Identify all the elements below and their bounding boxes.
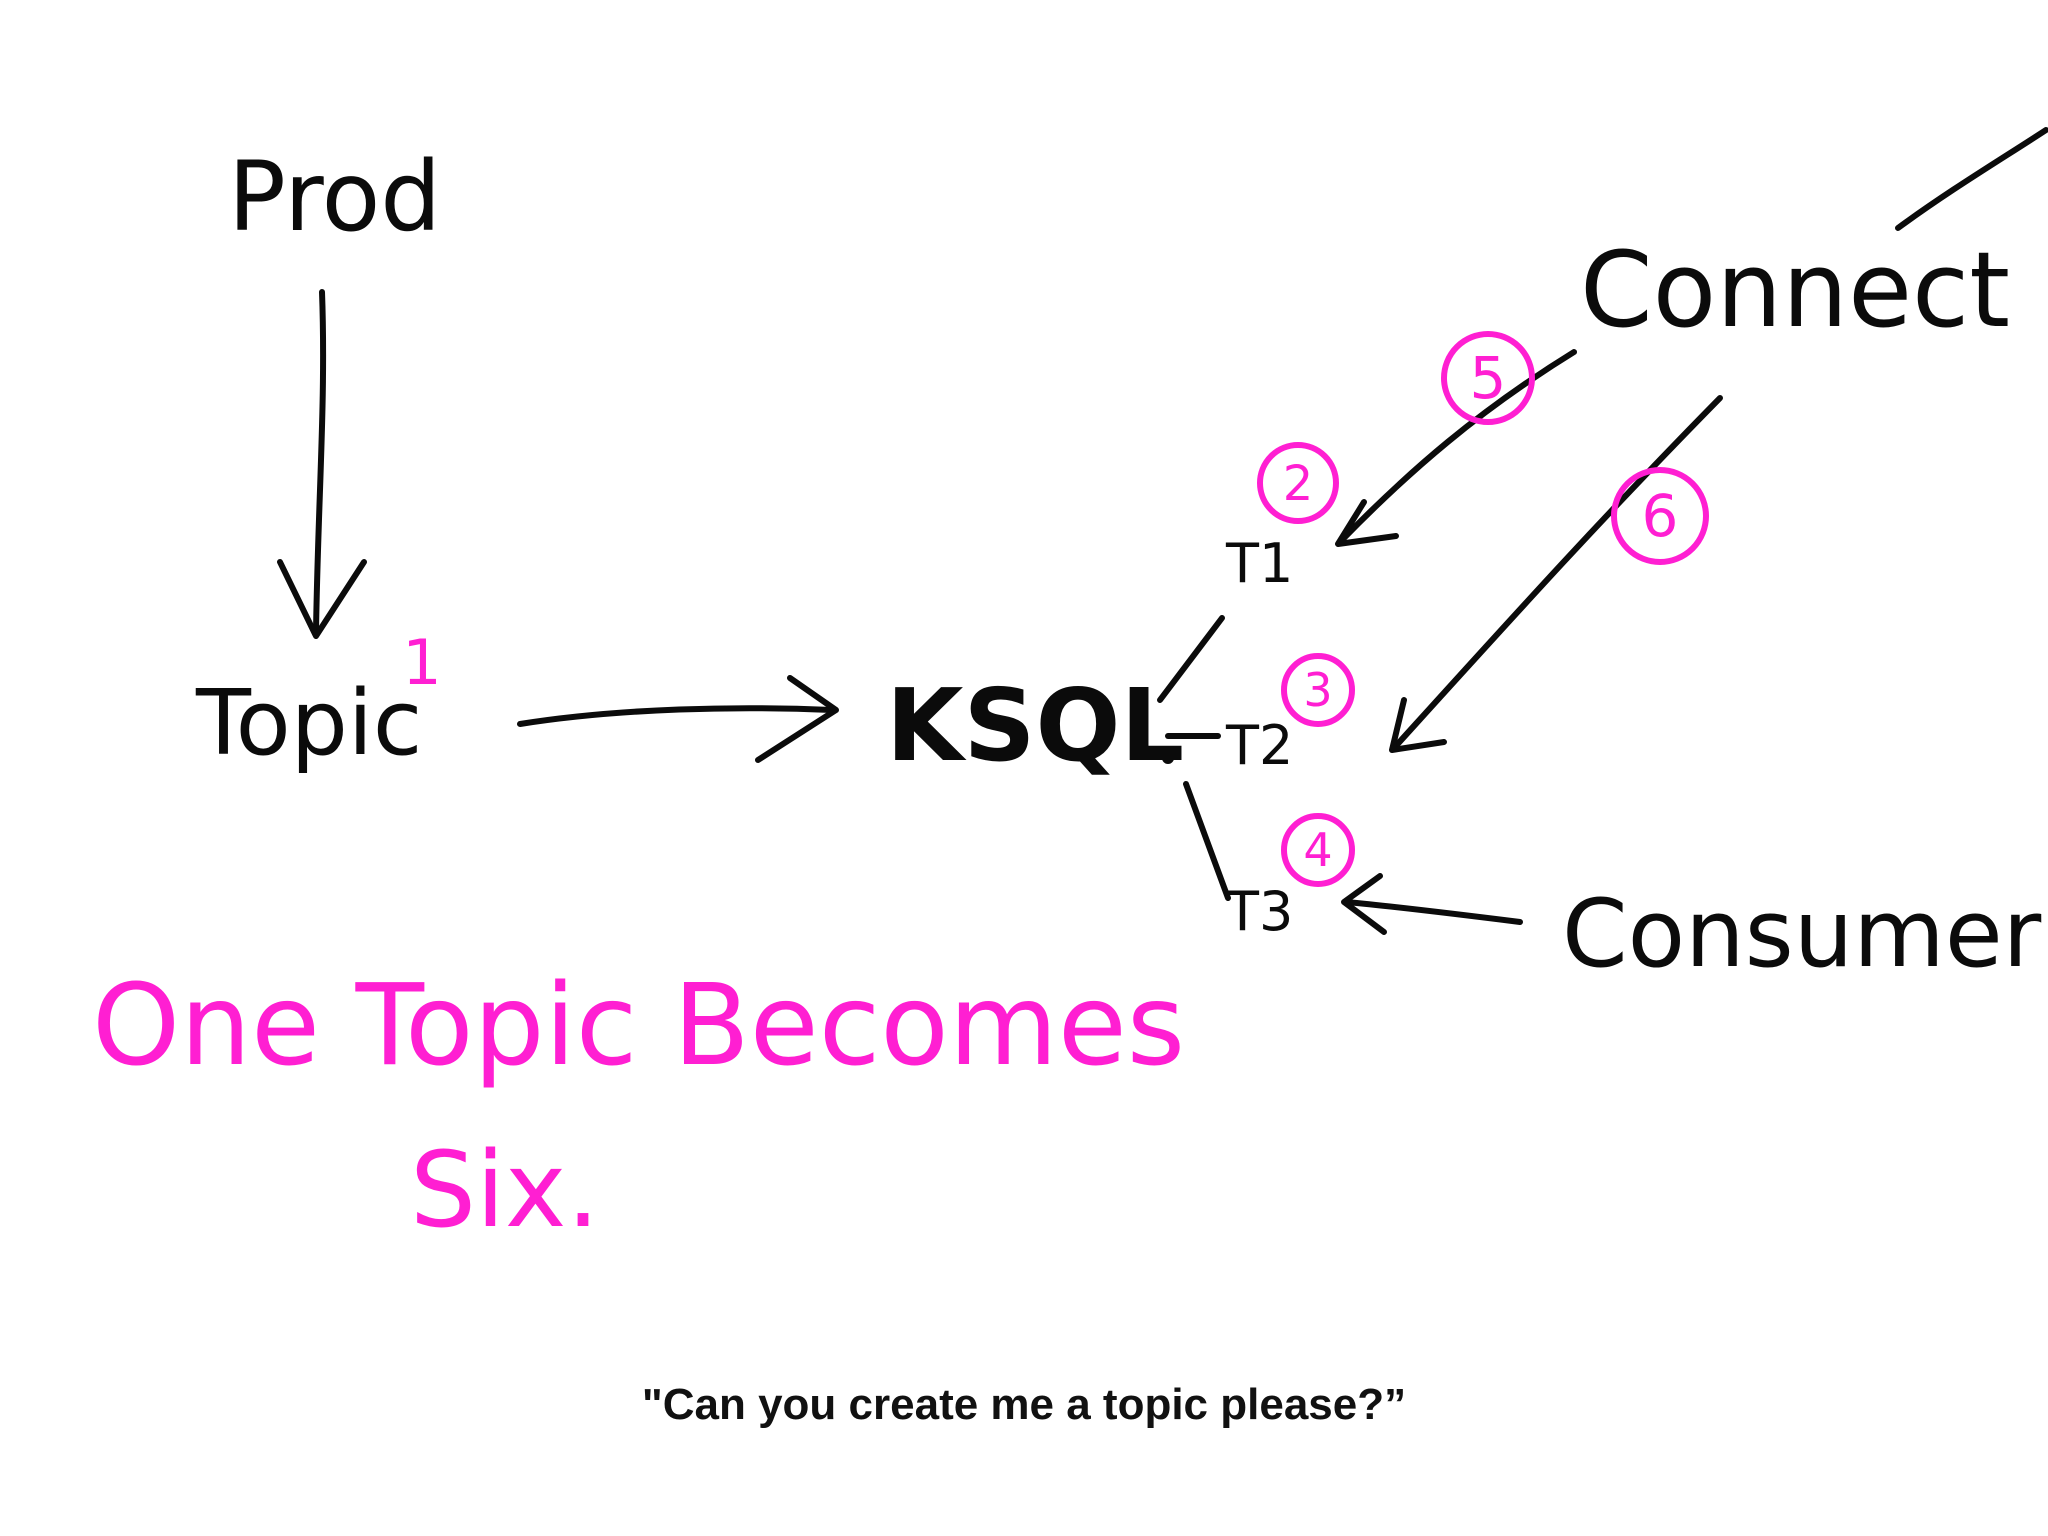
arrow-connect-to-t2: [1391, 395, 1723, 751]
marker-5-label: 5: [1470, 344, 1507, 412]
prod-label: Prod: [228, 141, 441, 253]
marker-3-label: 3: [1303, 663, 1332, 717]
ksql-dot: [1162, 752, 1174, 764]
note-line-2: Six.: [410, 1129, 600, 1251]
arrow-connect-to-t1-head: [1335, 499, 1399, 547]
line-connect-offscreen: [1895, 127, 2048, 231]
arrow-topic-to-ksql: [517, 705, 835, 727]
slide-caption: "Can you create me a topic please?”: [641, 1380, 1407, 1429]
arrow-consumer-to-t3-head: [1341, 873, 1387, 935]
marker-3-circle: [1281, 653, 1355, 727]
arrow-connect-to-t1: [1337, 349, 1577, 545]
marker-6-circle: [1611, 467, 1709, 565]
connect-label: Connect: [1580, 229, 2010, 351]
marker-4-circle: [1281, 813, 1355, 887]
marker-2-circle: [1257, 442, 1339, 524]
link-ksql-to-t3: [1183, 781, 1231, 901]
t3-label: T3: [1225, 880, 1293, 943]
arrow-connect-to-t2-head: [1389, 697, 1447, 753]
marker-2-label: 2: [1283, 456, 1314, 512]
link-ksql-to-t1: [1157, 615, 1225, 703]
marker-1-label: 1: [402, 626, 441, 699]
arrow-topic-to-ksql-head: [755, 675, 839, 763]
topic-label: Topic: [195, 671, 422, 776]
marker-6-label: 6: [1642, 482, 1679, 550]
t2-label: T2: [1225, 714, 1293, 777]
marker-5-circle: [1441, 331, 1535, 425]
consumer-label: Consumer: [1562, 880, 2042, 989]
arrow-prod-to-topic: [313, 289, 327, 635]
marker-4-label: 4: [1303, 823, 1332, 877]
ksql-label: KSQL: [886, 667, 1184, 784]
arrow-consumer-to-t3: [1343, 899, 1523, 925]
t1-label: T1: [1225, 532, 1293, 595]
arrow-prod-to-topic-head: [277, 559, 367, 639]
whiteboard-diagram: Prod Topic KSQL T1 T2 T3 Connect Consume…: [92, 127, 2048, 1251]
note-line-1: One Topic Becomes: [92, 961, 1185, 1091]
